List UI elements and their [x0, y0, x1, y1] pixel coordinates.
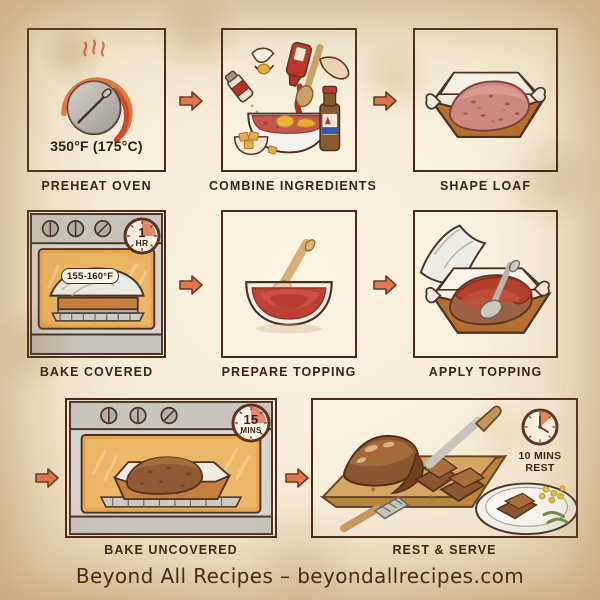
- step-panel-1[interactable]: 350°F (175°C): [27, 28, 166, 172]
- step-1-temperature: 350°F (175°C): [50, 138, 143, 154]
- step-panel-7[interactable]: 15 MINS: [65, 398, 277, 538]
- flow-arrow-icon: [372, 90, 398, 117]
- step-panel-2[interactable]: [221, 28, 357, 172]
- timer-unit: MINS: [240, 426, 262, 435]
- flow-arrow-icon: [34, 467, 60, 494]
- step-caption-3: SHAPE LOAF: [439, 179, 532, 193]
- step-caption-4: BAKE COVERED: [39, 365, 154, 379]
- rest-label-line2: REST: [525, 462, 555, 474]
- step-panel-8[interactable]: 10 MINS REST: [311, 398, 578, 538]
- footer-credit: Beyond All Recipes – beyondallrecipes.co…: [75, 564, 525, 588]
- step-caption-1: PREHEAT OVEN: [41, 179, 152, 193]
- flow-arrow-icon: [284, 467, 310, 494]
- flow-arrow-icon: [178, 274, 204, 301]
- timer-value: 1: [138, 225, 146, 240]
- step-caption-5: PREPARE TOPPING: [221, 365, 357, 379]
- step-4-internal-temperature: 155-160°F: [61, 268, 120, 284]
- timer-badge-15mins: 15 MINS: [230, 402, 272, 444]
- flow-arrow-icon: [178, 90, 204, 117]
- step-caption-2: COMBINE INGREDIENTS: [209, 179, 377, 193]
- rest-clock-icon: [519, 406, 561, 448]
- step-caption-7: BAKE UNCOVERED: [104, 543, 238, 557]
- oven-knob-icon: [29, 30, 164, 170]
- step-caption-8: REST & SERVE: [392, 543, 497, 557]
- timer-value: 15: [243, 412, 259, 427]
- timer-unit: HR: [135, 238, 149, 248]
- sliced-loaf-board-icon: [313, 400, 576, 536]
- step-panel-4[interactable]: 155-160°F 1 HR: [27, 210, 166, 358]
- step-panel-3[interactable]: [413, 28, 558, 172]
- sauce-bowl-icon: [223, 212, 355, 356]
- glazing-loaf-icon: [415, 212, 556, 356]
- mixing-bowl-icon: [223, 30, 355, 170]
- step-panel-5[interactable]: [221, 210, 357, 358]
- timer-badge-1hr: 1 HR: [122, 216, 162, 256]
- step-caption-6: APPLY TOPPING: [428, 365, 543, 379]
- step-panel-6[interactable]: [413, 210, 558, 358]
- raw-loaf-pan-icon: [415, 30, 556, 170]
- flow-arrow-icon: [372, 274, 398, 301]
- rest-label-line1: 10 MINS: [518, 450, 562, 462]
